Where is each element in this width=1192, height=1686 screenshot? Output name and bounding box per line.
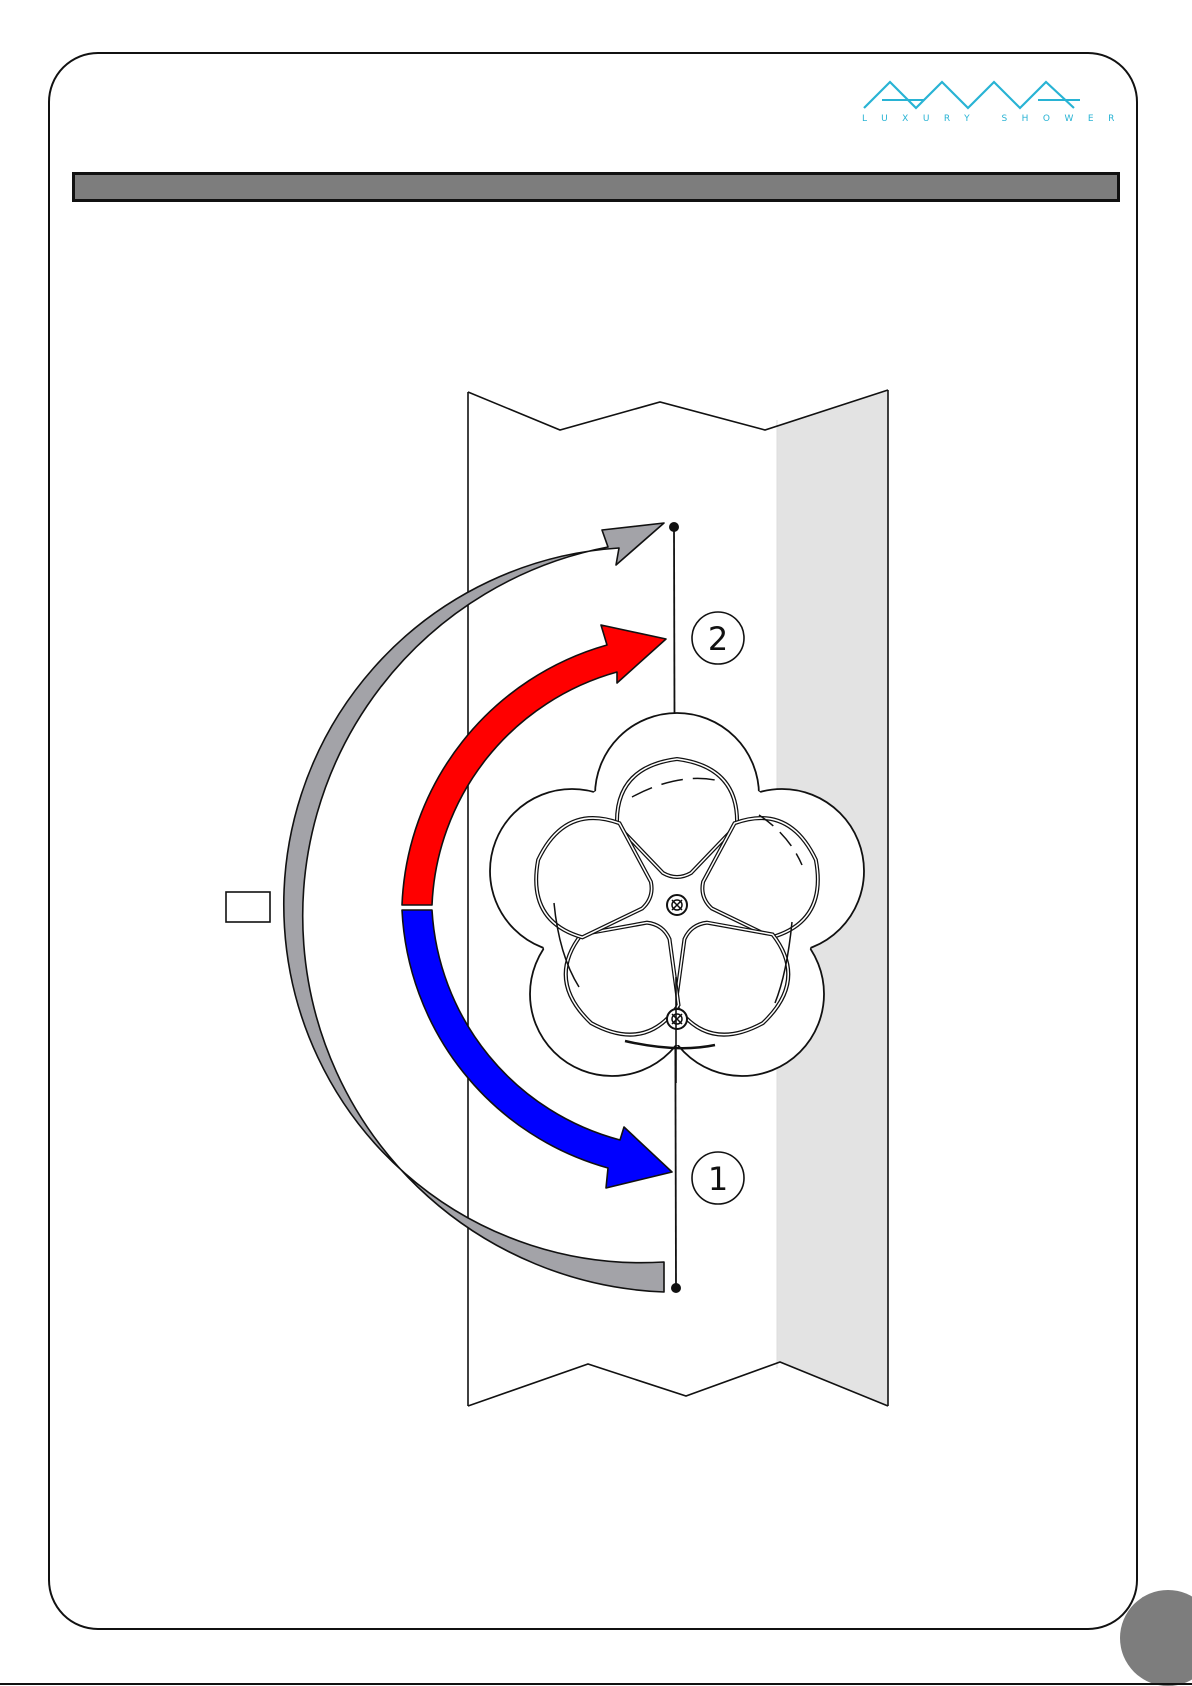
position-2-label: 2 xyxy=(708,620,728,658)
handle-center-screw xyxy=(667,895,687,915)
angle-label-box xyxy=(226,892,270,922)
position-1-marker: 1 xyxy=(692,1152,744,1204)
position-1-label: 1 xyxy=(708,1160,728,1198)
reference-dot-bottom xyxy=(671,1283,681,1293)
position-2-marker: 2 xyxy=(692,612,744,664)
reference-dot-top xyxy=(669,522,679,532)
handle-lower-screw xyxy=(667,1009,687,1029)
